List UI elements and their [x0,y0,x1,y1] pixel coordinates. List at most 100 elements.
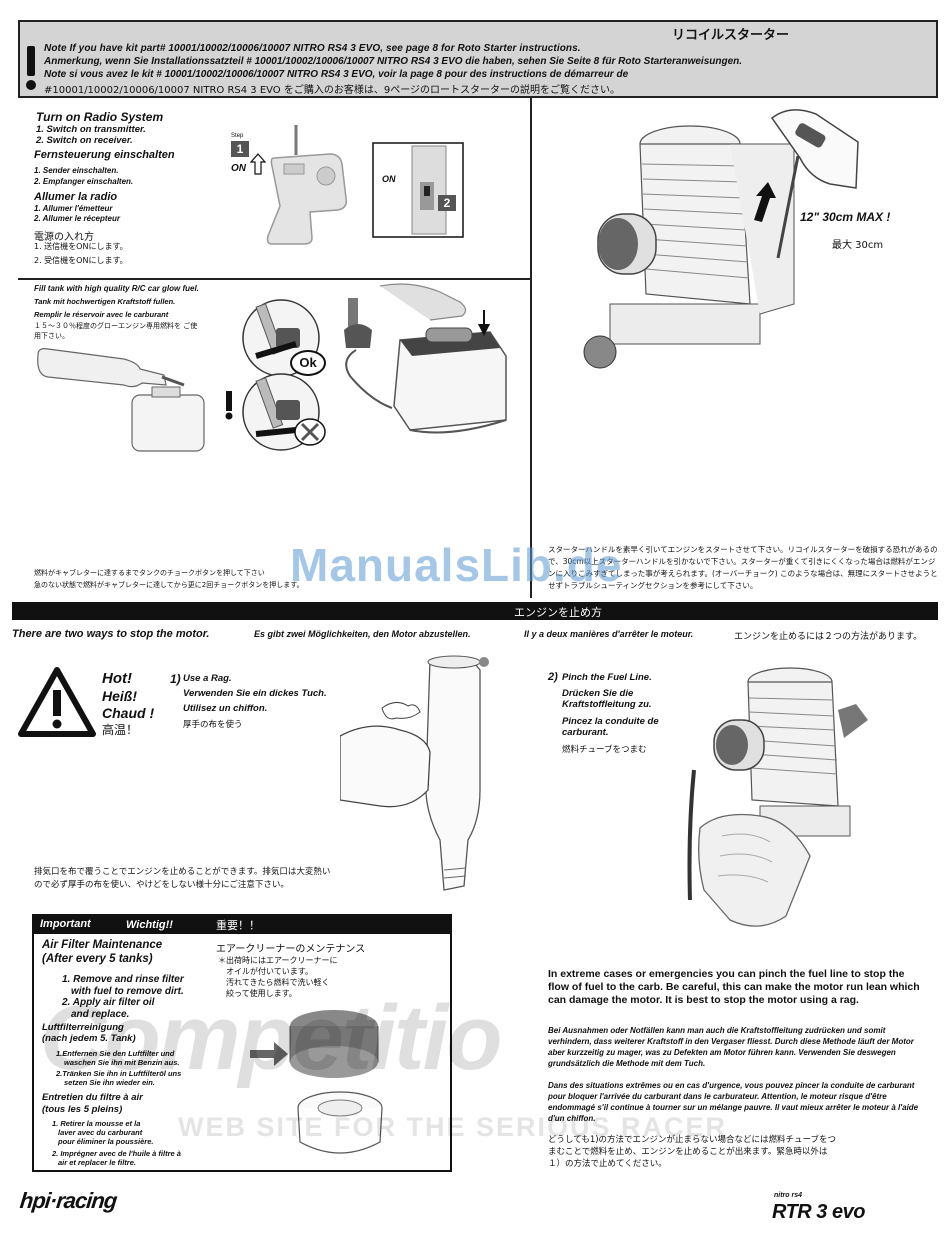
stop-section-bar [12,602,938,620]
warning-exclamation-icon-2 [223,390,235,425]
air-filter-jp-body-3: 汚れてきたら燃料で洗い軽く [226,978,330,987]
air-filter-en-title-1: Air Filter Maintenance [42,939,163,951]
notice-box [18,20,938,98]
air-filter-fr-1a: 1. Retirer la mousse et la [52,1119,141,1128]
air-filter-de-title-2: (nach jedem 5. Tank) [42,1033,136,1044]
notice-fr: Note si vous avez le kit # 10001/10002/1… [44,69,629,80]
notice-jp: #10001/10002/10006/10007 NITRO RS4 3 EVO… [44,85,621,96]
pull-arrow-icon [748,180,778,229]
divider-vertical [530,98,532,598]
fuel-en: Fill tank with high quality R/C car glow… [34,284,199,293]
pinch-body-fr: Dans des situations extrêmes ou en cas d… [548,1081,919,1123]
radio-fr-title: Allumer la radio [34,191,118,203]
fuel-tank-illustration [330,280,530,445]
on-label-transmitter: ON [231,163,246,174]
radio-en-2: 2. Switch on receiver. [36,135,133,146]
rag-jp-body: 排気口を布で覆うことでエンジンを止めることができます。排気口は大変熱いので必ず厚… [34,867,331,890]
notice-jp-title: リコイルスターター [672,27,790,42]
competition-watermark-big: Competitio [40,987,502,1089]
pinch-body-en: In extreme cases or emergencies you can … [548,968,920,1006]
stop-de: Es gibt zwei Möglichkeiten, den Motor ab… [254,629,471,639]
air-filter-illustration [244,1006,394,1171]
radio-fr-2: 2. Allumer le récepteur [34,214,120,223]
air-filter-fr-2b: air et replacer le filtre. [58,1158,136,1167]
rag-de: Verwenden Sie ein dickes Tuch. [183,688,327,699]
hot-de: Heiß! [102,688,137,704]
pinch-num: 2) [548,671,558,683]
air-filter-jp-body-2: オイルが付いています。 [226,967,313,976]
warning-exclamation-icon [22,44,40,92]
on-label-receiver: ON [382,174,396,184]
engine-starter-illustration [580,104,880,409]
notice-de: Anmerkung, wenn Sie Installationssatztei… [44,56,743,67]
air-filter-en-1b: with fuel to remove dirt. [71,986,184,997]
rag-num: 1) [170,672,181,686]
fuel-jp-bottom-1: 燃料がキャブレターに達するまでタンクのチョークボタンを押して下さい [34,569,265,577]
air-filter-fr-1b: laver avec du carburant [58,1128,143,1137]
fuel-de: Tank mit hochwertigen Kraftstoff fullen. [34,297,176,306]
air-filter-jp-body-4: 絞って使用します。 [226,989,297,998]
fuel-jp: １５～３０％程度のグローエンジン専用燃料を ご使用下さい。 [34,322,198,340]
stop-bar-jp: エンジンを止め方 [514,606,602,619]
exhaust-rag-illustration [339,650,520,905]
pinch-fr-1: Pincez la conduite de [562,716,659,727]
air-filter-fr-1c: pour éliminer la poussière. [58,1137,154,1146]
pinch-fr-2: carburant. [562,727,609,738]
x-mark-icon [294,418,326,451]
air-filter-en-title-2: (After every 5 tanks) [42,953,153,965]
arrow-up-icon [249,153,267,180]
starter-jp-text: スターターハンドルを素早く引いてエンジンをスタートさせて下さい。リコイルスタータ… [548,545,938,590]
important-jp: 重要！！ [216,919,260,932]
hpi-racing-logo: hpi·racing [18,1188,118,1213]
stop-fr: Il y a deux manières d'arrêter le moteur… [524,629,694,639]
step-badge-1: 1 [231,141,249,157]
pinch-body-de: Bei Ausnahmen oder Notfällen kann man au… [548,1026,914,1068]
hot-fr: Chaud ! [102,705,155,721]
radio-en-title: Turn on Radio System [36,110,164,124]
hand-pulling-starter-illustration [760,98,870,293]
fuel-fr: Remplir le réservoir avec le carburant [34,310,169,319]
fuel-bottle-illustration [34,345,214,460]
nitro-rs4-small-logo: nitro rs4 [774,1192,803,1199]
hot-jp: 高温！ [102,723,139,737]
fuel-jp-bottom-2: 急のない状態で燃料がキャブレターに達してから更に2回チョークボタンを押します。 [34,581,304,589]
pinch-en: Pinch the Fuel Line. [562,672,652,683]
air-filter-en-2b: and replace. [71,1009,130,1020]
engine-pinch-illustration [660,660,890,945]
starter-max-jp: 最大 30cm [832,240,884,251]
air-filter-fr-title-1: Entretien du filtre à air [42,1092,143,1103]
air-filter-fr-2a: 2. Imprégner avec de l'huile à filtre à [52,1149,181,1158]
air-filter-de-2b: setzen Sie ihn wieder ein. [64,1078,155,1087]
hot-en: Hot! [102,670,132,687]
air-filter-en-2a: 2. Apply air filter oil [62,997,155,1008]
step-badge-2: 2 [438,195,456,211]
manualslib-watermark: ManualsLib.de [290,539,623,591]
transmitter-illustration [260,120,360,255]
ok-badge: Ok [290,350,326,376]
hot-warning-triangle-icon [18,666,96,743]
receiver-switch-illustration [372,142,464,243]
important-en: Important [40,918,91,930]
radio-en-1: 1. Switch on transmitter. [36,124,146,135]
rtr-3-evo-logo: RTR 3 evo [772,1201,865,1223]
radio-de-1: 1. Sender einschalten. [34,166,119,175]
pinch-de-2: Kraftstoffleitung zu. [562,699,652,710]
radio-jp-2: 2. 受信機をONにします。 [34,256,128,265]
starter-max-en: 12" 30cm MAX ! [800,210,891,224]
important-de: Wichtig!! [126,919,173,931]
air-filter-de-2a: 2.Tränken Sie ihn in Luftfilteröl uns [56,1069,182,1078]
step-label: Step [231,133,244,139]
pinch-de-1: Drücken Sie die [562,688,634,699]
radio-jp-1: 1. 送信機をONにします。 [34,242,128,251]
rag-fr: Utilisez un chiffon. [183,703,268,714]
air-filter-de-1a: 1.Entfernen Sie den Luftfilter und [56,1049,175,1058]
air-filter-jp-body-1: ＊出荷時にはエアークリーナーに [218,956,338,965]
radio-fr-1: 1. Allumer l'émetteur [34,204,113,213]
radio-de-title: Fernsteuerung einschalten [34,149,175,161]
stop-en: There are two ways to stop the motor. [12,628,210,640]
air-filter-de-1b: waschen Sie ihn mit Benzin aus. [64,1058,180,1067]
rag-jp: 厚手の布を使う [183,720,243,730]
air-filter-en-1a: 1. Remove and rinse filter [62,974,184,985]
stop-jp: エンジンを止めるには２つの方法があります。 [734,632,923,642]
rag-en: Use a Rag. [183,673,232,684]
